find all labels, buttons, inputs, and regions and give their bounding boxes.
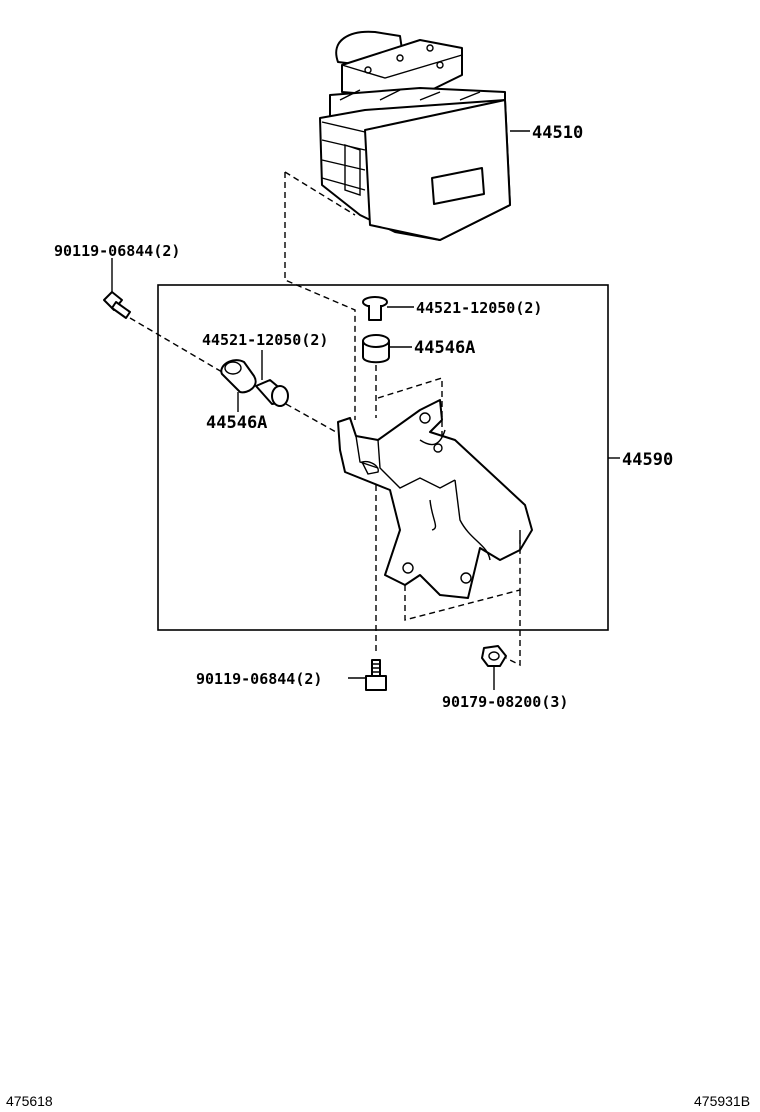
bolt-bottom[interactable] [365,659,387,691]
callout-collar-upper-right: 44521-12050(2) [416,299,542,317]
cushion-left[interactable] [220,359,257,394]
bracket-assembly[interactable] [337,399,533,599]
callout-collar-left: 44521-12050(2) [202,331,328,349]
callout-cushion-left: 44546A [206,413,267,433]
assembly-dashed-lines [129,171,521,667]
nut-bottom[interactable] [481,645,507,667]
callout-cushion-upper-right: 44546A [414,338,475,358]
callout-abs-actuator: 44510 [532,123,583,143]
bolt-upper-left[interactable] [103,291,131,319]
collar-left[interactable] [255,379,289,407]
cushion-upper-right[interactable] [362,334,390,364]
abs-actuator-assembly[interactable] [319,30,511,241]
callout-bolt-bottom: 90119-06844(2) [196,670,322,688]
collar-upper-right[interactable] [362,296,388,321]
callout-bolt-upper-left: 90119-06844(2) [54,242,180,260]
footer-right-code: 475931B [694,1093,750,1109]
callout-nut-bottom: 90179-08200(3) [442,693,568,711]
callout-bracket: 44590 [622,450,673,470]
footer-left-code: 475618 [6,1093,53,1109]
leader-lines [111,130,620,690]
